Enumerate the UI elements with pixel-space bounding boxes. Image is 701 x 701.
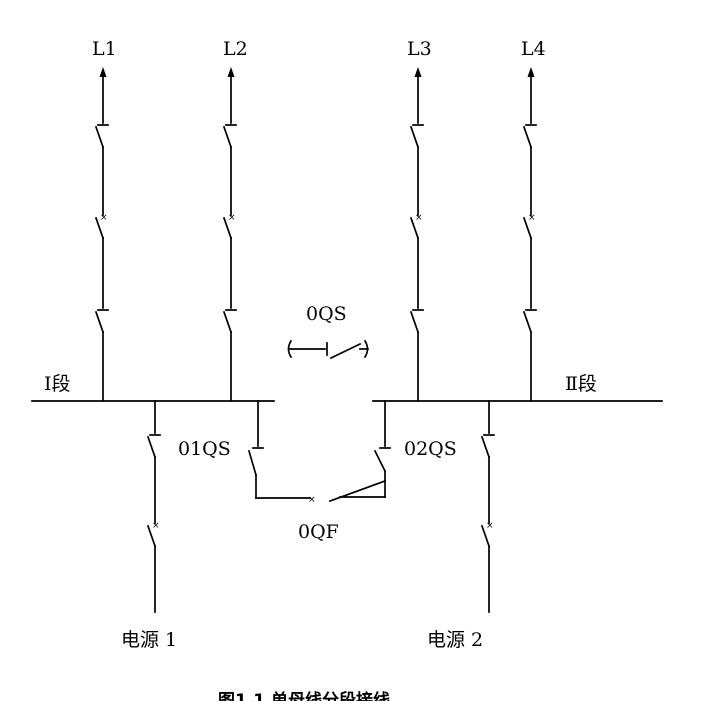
figure-caption: 图1.1 单母线分段接线 [218, 690, 390, 701]
feeder-l2 [223, 66, 237, 402]
feeder-l3 [410, 66, 424, 402]
bus-section-1-label: Ⅰ段 [44, 373, 71, 395]
source-1-branch [147, 400, 161, 613]
feeder-label-l4: L4 [521, 38, 546, 60]
right-tie-disconnector-label: 02QS [404, 438, 457, 460]
source-2-branch [481, 400, 495, 613]
bus-tie-breaker-label: 0QF [298, 521, 339, 543]
bus-tie-disconnector-0qs [287, 339, 369, 360]
svg-text:×: × [308, 495, 316, 505]
feeder-label-l3: L3 [407, 38, 432, 60]
bus-tie-breaker-branch: × [247, 400, 391, 505]
feeder-label-l1: L1 [92, 38, 117, 60]
source-1-label: 电源 1 [121, 629, 177, 651]
left-tie-disconnector-label: 01QS [178, 438, 231, 460]
feeder-label-l2: L2 [223, 38, 248, 60]
bus-section-2-label: Ⅱ段 [565, 373, 597, 395]
feeder-l1 [95, 66, 109, 402]
bus-tie-disconnector-label: 0QS [306, 303, 347, 325]
feeder-l4 [523, 66, 537, 402]
source-2-label: 电源 2 [427, 629, 483, 651]
